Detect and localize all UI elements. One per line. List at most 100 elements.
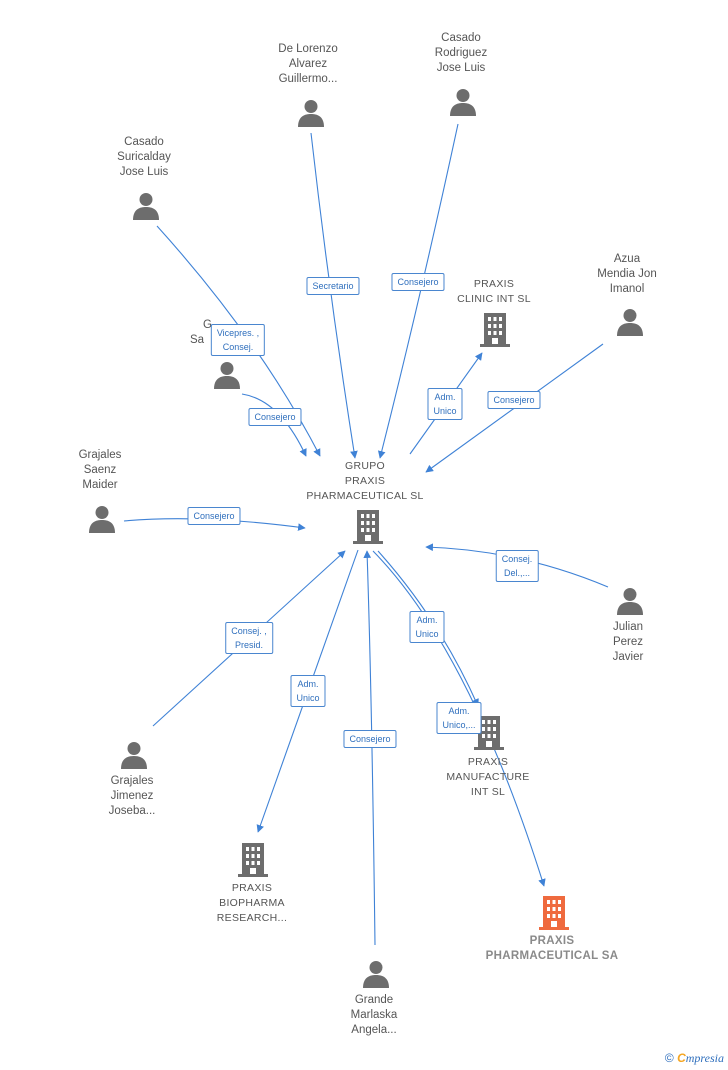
edge-label-consejero[interactable]: Consejero [248, 408, 302, 426]
edge-label-line: Adm. [416, 615, 438, 625]
edge-label-line: Unico,... [442, 720, 476, 730]
building-icon-highlighted[interactable] [538, 895, 570, 931]
name-line: Suricalday [117, 151, 171, 163]
name-line: Grande [354, 994, 394, 1006]
name-line: MANUFACTURE [446, 771, 530, 783]
brand-footer[interactable]: © Cmpresia [665, 1051, 724, 1066]
name-line: PRAXIS [473, 278, 515, 290]
edge-label-line: Consej. [501, 554, 533, 564]
name-line: Joseba... [108, 805, 156, 817]
person-icon[interactable] [119, 740, 149, 770]
person-label-de-lorenzo[interactable]: De Lorenzo Alvarez Guillermo... [278, 42, 337, 87]
company-label-clinic[interactable]: PRAXIS CLINIC INT SL [457, 277, 531, 307]
name-line: Jose Luis [119, 166, 169, 178]
building-icon[interactable] [352, 509, 384, 545]
edge-label-adm-unico[interactable]: Adm. Unico,... [436, 702, 482, 734]
edge-label-line: Consej. , [231, 626, 267, 636]
person-label-grajales-jimenez[interactable]: Grajales Jimenez Joseba... [109, 774, 156, 819]
company-label-grupo[interactable]: GRUPO PRAXIS PHARMACEUTICAL SL [306, 459, 423, 504]
person-icon[interactable] [448, 87, 478, 117]
name-line: PHARMACEUTICAL SL [306, 490, 424, 502]
name-line: Javier [612, 651, 644, 663]
edge-label-line: Unico [296, 693, 320, 703]
name-line: PHARMACEUTICAL SA [485, 950, 619, 962]
name-line: Guillermo... [278, 73, 338, 85]
name-line: Rodriguez [434, 47, 488, 59]
name-line: GRUPO [344, 460, 386, 472]
brand-name: mpresia [685, 1051, 724, 1065]
copyright-icon: © [664, 1051, 674, 1065]
company-label-manufacture[interactable]: PRAXIS MANUFACTURE INT SL [446, 755, 529, 800]
name-line: Imanol [609, 283, 645, 295]
building-icon[interactable] [237, 842, 269, 878]
name-line: RESEARCH... [216, 912, 288, 924]
company-label-pharma-sa[interactable]: PRAXIS PHARMACEUTICAL SA [486, 934, 619, 964]
name-line: Grajales [110, 775, 154, 787]
person-label-g-sa[interactable]: G Sa [190, 318, 212, 348]
edge-label-secretario[interactable]: Secretario [306, 277, 360, 295]
person-label-julian[interactable]: Julian Perez Javier [613, 620, 644, 665]
name-line: Azua [613, 253, 641, 265]
edge-label-line: Consej. [222, 342, 254, 352]
edge-label-line: Consejero [254, 412, 296, 422]
name-line: Jose Luis [436, 62, 486, 74]
person-label-casado-rodriguez[interactable]: Casado Rodriguez Jose Luis [435, 31, 487, 76]
edge-label-consejero[interactable]: Consejero [343, 730, 397, 748]
company-label-biopharma[interactable]: PRAXIS BIOPHARMA RESEARCH... [217, 881, 287, 926]
edge-label-line: Adm. [448, 706, 470, 716]
edge-label-consejero[interactable]: Consejero [391, 273, 445, 291]
edge-label-adm-unico[interactable]: Adm. Unico [409, 611, 445, 643]
name-line: Sa [190, 334, 205, 346]
edge-label-line: Unico [433, 406, 457, 416]
name-line: De Lorenzo [278, 43, 338, 55]
person-icon[interactable] [131, 191, 161, 221]
name-line: Marlaska [350, 1009, 398, 1021]
name-line: Julian [612, 621, 644, 633]
edge-label-consejero[interactable]: Consejero [187, 507, 241, 525]
name-line: Jimenez [110, 790, 154, 802]
edge-label-adm-unico[interactable]: Adm. Unico [427, 388, 463, 420]
name-line: PRAXIS [344, 475, 386, 487]
edge-label-consej-presid[interactable]: Consej. , Presid. [225, 622, 273, 654]
person-icon[interactable] [87, 504, 117, 534]
name-line: Saenz [83, 464, 117, 476]
edge-label-line: Consejero [493, 395, 535, 405]
name-line: BIOPHARMA [219, 897, 285, 909]
edge-label-line: Consejero [397, 277, 439, 287]
edge-label-consejero[interactable]: Consejero [487, 391, 541, 409]
edge-label-line: Presid. [234, 640, 263, 650]
name-line: CLINIC INT SL [457, 293, 531, 305]
person-label-azua[interactable]: Azua Mendia Jon Imanol [597, 252, 656, 297]
building-icon[interactable] [479, 312, 511, 348]
name-line: Grajales [78, 449, 122, 461]
name-line: Perez [612, 636, 644, 648]
name-line: Casado [124, 136, 164, 148]
name-line: Alvarez [288, 58, 328, 70]
person-icon[interactable] [212, 360, 242, 390]
name-line: Casado [441, 32, 481, 44]
building-icon[interactable] [473, 715, 505, 751]
edge-label-line: Unico [415, 629, 439, 639]
edge-de-lorenzo [310, 132, 358, 459]
edge-grande [363, 550, 376, 946]
edge-label-vicepres[interactable]: Vicepres. , Consej. [210, 324, 266, 356]
edge-label-adm-unico[interactable]: Adm. Unico [290, 675, 326, 707]
edge-pharma-sa [372, 550, 546, 887]
person-icon[interactable] [615, 586, 645, 616]
name-line: Maider [82, 479, 118, 491]
person-label-grajales-saenz[interactable]: Grajales Saenz Maider [79, 448, 122, 493]
person-label-casado-suricalday[interactable]: Casado Suricalday Jose Luis [117, 135, 171, 180]
name-line: Angela... [351, 1024, 397, 1036]
edge-label-line: Adm. [434, 392, 456, 402]
edge-label-line: Vicepres. , [216, 328, 260, 338]
person-icon[interactable] [615, 307, 645, 337]
name-line: G [203, 319, 212, 331]
edge-label-line: Consejero [349, 734, 391, 744]
name-line: INT SL [470, 786, 506, 798]
edge-label-consej-del[interactable]: Consej. Del.,... [495, 550, 539, 582]
person-icon[interactable] [296, 98, 326, 128]
person-icon[interactable] [361, 959, 391, 989]
name-line: PRAXIS [529, 935, 575, 947]
edge-label-line: Consejero [193, 511, 235, 521]
person-label-grande[interactable]: Grande Marlaska Angela... [351, 993, 398, 1038]
